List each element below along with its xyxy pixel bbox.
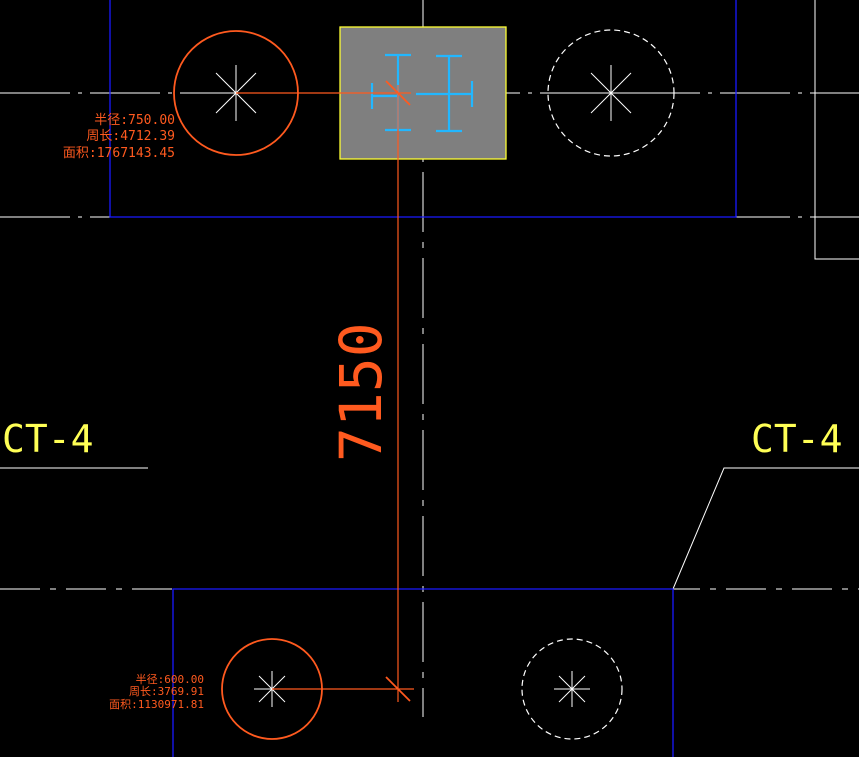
bottom-pile-perimeter: 周长:3769.91 (129, 685, 204, 698)
top-pile-perimeter: 周长:4712.39 (86, 129, 175, 144)
dimension-text: 7150 (327, 322, 395, 462)
left-tag-label: CT-4 (2, 417, 94, 461)
edge-outline (814, 0, 859, 260)
bottom-right-pile-center-icon (554, 671, 590, 707)
dimension-7150[interactable] (236, 80, 414, 702)
top-pile-radius: 半径:750.00 (94, 113, 175, 128)
bottom-pile-area: 面积:1130971.81 (109, 698, 204, 711)
bottom-pile-info: 半径:600.00 周长:3769.91 面积:1130971.81 (109, 672, 204, 711)
top-right-pile-center-icon (583, 65, 639, 121)
top-tick (385, 80, 411, 106)
right-tag-leader (672, 467, 859, 590)
top-cap-frame (109, 0, 737, 218)
right-tag-label: CT-4 (751, 417, 843, 461)
top-pile-area: 面积:1767143.45 (63, 146, 175, 161)
cap-frames (109, 0, 737, 757)
bottom-tick (385, 676, 411, 702)
bottom-pile-radius: 半径:600.00 (136, 672, 204, 686)
bottom-right-pile-circle[interactable] (521, 638, 623, 740)
top-pile-info: 半径:750.00 周长:4712.39 面积:1767143.45 (63, 113, 175, 161)
bottom-cap-frame (172, 588, 674, 757)
top-right-pile-circle[interactable] (547, 29, 675, 157)
